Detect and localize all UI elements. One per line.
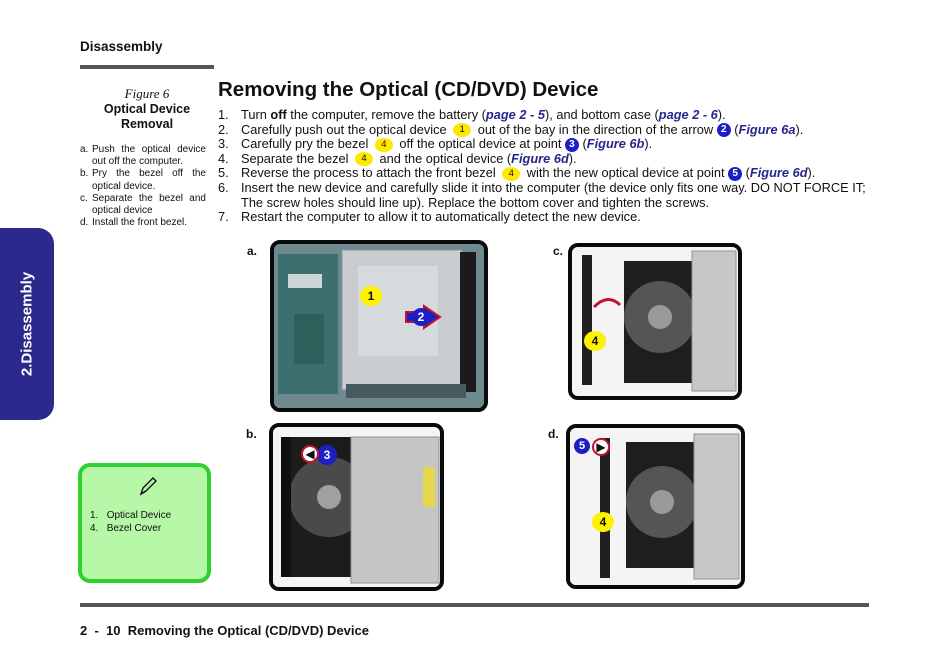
instruction-item: 2.Carefully push out the optical device … [218,121,804,138]
marker-5: 5 [574,438,590,454]
page-link[interactable]: page 2 - 6 [658,107,718,122]
instruction-item: 4.Separate the bezel 4 and the optical d… [218,150,577,167]
marker-2: 2 [412,308,430,326]
figure-step: a.Push the optical device out off the co… [80,144,206,168]
instruction-item: 3.Carefully pry the bezel 4 off the opti… [218,136,653,152]
footer-rule [80,603,869,607]
figure-link[interactable]: Figure 6b [586,136,645,152]
note-box: 1. Optical Device 4. Bezel Cover [78,463,211,583]
instruction-item: 1.Turn off the computer, remove the batt… [218,107,726,122]
figure-caption: Figure 6 Optical Device Removal [80,86,214,132]
marker-badge: 1 [453,123,472,138]
marker-badge: 4 [502,167,521,182]
figure-title-line1: Optical Device [103,102,191,116]
marker-4: 4 [592,512,614,532]
instructions-list: 1.Turn off the computer, remove the batt… [218,107,868,225]
arrow-right-icon: ▶ [592,438,610,456]
figure-title-line2: Removal [120,117,174,131]
marker-badge: 4 [374,137,393,152]
arrow-left-icon: ◀ [301,445,319,463]
bezel-pry-illustration [273,427,440,587]
header-rule [80,65,214,69]
page-link[interactable]: page 2 - 5 [485,107,545,122]
instruction-item: 7.Restart the computer to allow it to au… [218,209,641,225]
note-list: 1. Optical Device 4. Bezel Cover [90,509,171,535]
laptop-bay-illustration [274,244,484,408]
figure-steps: a.Push the optical device out off the co… [80,144,206,229]
figure-a-image: 1 2 [270,240,488,412]
bezel-separate-illustration [572,247,738,396]
side-tab[interactable] [0,228,54,420]
note-item: 4. Bezel Cover [90,523,162,534]
section-header: Disassembly [80,39,163,54]
figure-d-image: 5 ▶ 4 [566,424,745,589]
figure-c-image: 4 [568,243,742,400]
instruction-item: 5.Reverse the process to attach the fron… [218,165,816,182]
figure-b-image: 3 ◀ [269,423,444,591]
marker-1: 1 [360,286,382,306]
page-footer: 2 - 10 Removing the Optical (CD/DVD) Dev… [80,623,369,638]
marker-badge: 2 [716,123,731,138]
figure-a-label: a. [247,244,258,258]
marker-badge: 4 [355,152,373,167]
marker-4: 4 [584,331,606,351]
marker-3: 3 [317,445,337,465]
marker-badge: 5 [728,167,743,182]
figure-step: b.Pry the bezel off the optical device. [80,168,206,192]
note-item: 1. Optical Device [90,510,172,521]
figure-step: c.Separate the bezel and optical device [80,192,206,217]
figure-step: d.Install the front bezel. [80,217,188,229]
figure-number: Figure 6 [124,86,170,101]
footer-title: Removing the Optical (CD/DVD) Device [127,623,369,638]
figure-link[interactable]: Figure 6a [738,121,796,137]
figure-link[interactable]: Figure 6d [749,165,808,181]
side-tab-label: 2.Disassembly [18,271,36,377]
figure-b-label: b. [246,427,257,441]
page-number: 2 - 10 [80,623,121,638]
bezel-attach-illustration [570,428,741,585]
figure-d-label: d. [548,427,559,441]
figure-c-label: c. [553,244,564,258]
instruction-item: 6.Insert the new device and carefully sl… [218,180,866,210]
pencil-icon [139,477,157,496]
figure-link[interactable]: Figure 6d [511,150,569,166]
page-title: Removing the Optical (CD/DVD) Device [218,78,599,101]
marker-badge: 3 [564,137,579,152]
